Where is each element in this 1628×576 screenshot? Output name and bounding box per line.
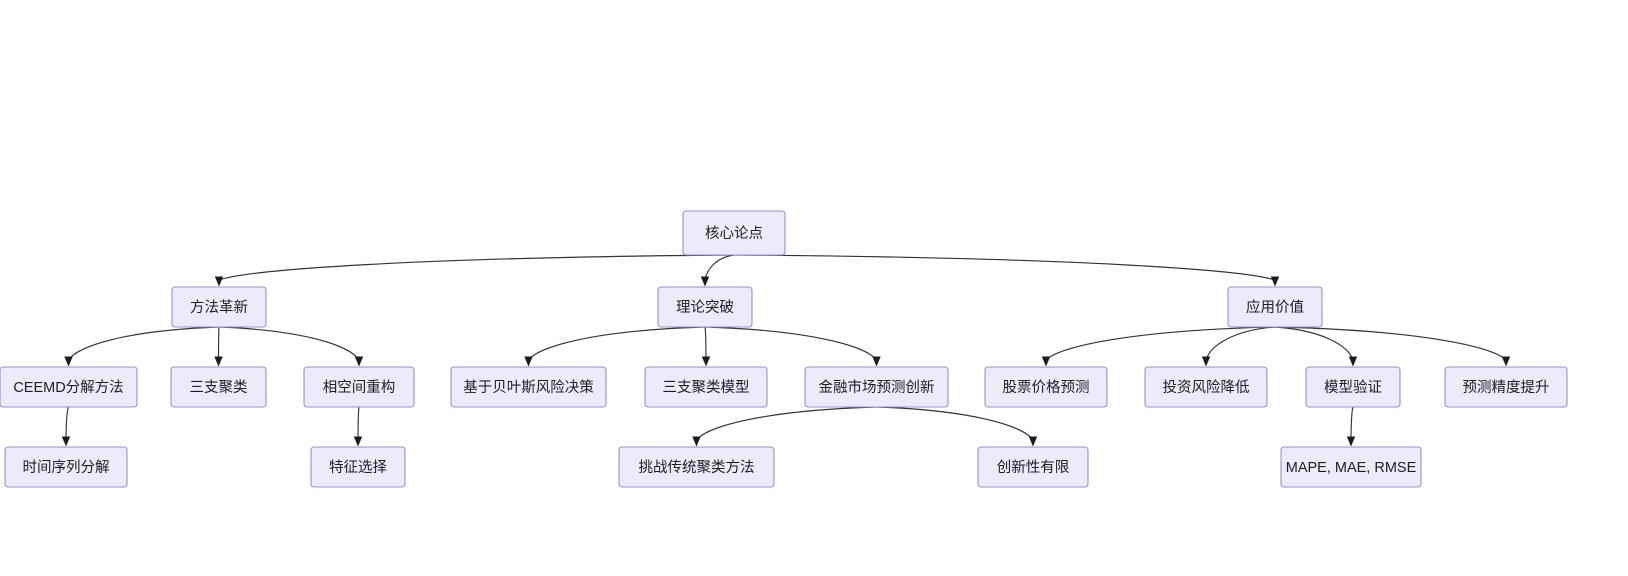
node-box[interactable]: [1305, 366, 1401, 408]
edge-arrowhead: [1346, 436, 1356, 447]
flow-node[interactable]: 股票价格预测: [984, 366, 1108, 408]
edge-arrowhead: [214, 276, 224, 287]
edge-arrowhead: [214, 356, 223, 367]
flow-edge: [1350, 406, 1354, 441]
flow-edge: [65, 406, 70, 441]
edge-arrowhead: [1201, 356, 1211, 367]
edge-arrowhead: [353, 436, 363, 447]
flow-edge: [217, 326, 220, 361]
flow-node[interactable]: 金融市场预测创新: [804, 366, 949, 408]
edge-arrowhead: [701, 356, 711, 367]
edge-arrowhead: [1501, 356, 1511, 367]
node-box[interactable]: [644, 366, 768, 408]
node-box[interactable]: [682, 210, 786, 256]
edge-arrowhead: [524, 356, 533, 367]
flow-node[interactable]: 特征选择: [310, 446, 406, 488]
flow-edge: [876, 406, 1034, 441]
flow-node[interactable]: 基于贝叶斯风险决策: [450, 366, 607, 408]
flow-node[interactable]: 三支聚类: [170, 366, 267, 408]
node-box[interactable]: [1144, 366, 1268, 408]
node-box[interactable]: [4, 446, 128, 488]
node-box[interactable]: [310, 446, 406, 488]
flow-node[interactable]: 投资风险降低: [1144, 366, 1268, 408]
edge-arrowhead: [700, 276, 710, 287]
flow-node[interactable]: 三支聚类模型: [644, 366, 768, 408]
flow-edge: [733, 254, 1276, 281]
flow-node[interactable]: 方法革新: [171, 286, 267, 328]
node-box[interactable]: [171, 286, 267, 328]
flow-node[interactable]: 应用价值: [1227, 286, 1323, 328]
node-box[interactable]: [303, 366, 415, 408]
node-box[interactable]: [1280, 446, 1422, 488]
node-box[interactable]: [1444, 366, 1568, 408]
flow-node[interactable]: 挑战传统聚类方法: [618, 446, 775, 488]
flow-edge: [1274, 326, 1507, 361]
flow-node[interactable]: 核心论点: [682, 210, 786, 256]
flow-edge: [357, 406, 360, 441]
node-box[interactable]: [657, 286, 753, 328]
node-box[interactable]: [170, 366, 267, 408]
flow-node[interactable]: MAPE, MAE, RMSE: [1280, 446, 1422, 488]
flow-edge: [704, 326, 707, 361]
node-box[interactable]: [618, 446, 775, 488]
flow-edge: [1205, 326, 1276, 361]
flow-node[interactable]: 时间序列分解: [4, 446, 128, 488]
node-box[interactable]: [984, 366, 1108, 408]
flow-node[interactable]: 模型验证: [1305, 366, 1401, 408]
edge-arrowhead: [1270, 276, 1280, 287]
flow-node[interactable]: CEEMD分解方法: [0, 366, 138, 408]
flow-node[interactable]: 预测精度提升: [1444, 366, 1568, 408]
edge-arrowhead: [1028, 436, 1038, 447]
node-box[interactable]: [450, 366, 607, 408]
edge-arrowhead: [872, 356, 881, 367]
flow-node[interactable]: 理论突破: [657, 286, 753, 328]
node-box[interactable]: [804, 366, 949, 408]
flow-edge: [704, 254, 735, 281]
edge-arrowhead: [61, 436, 71, 447]
flow-edge: [68, 326, 220, 361]
node-box[interactable]: [1227, 286, 1323, 328]
flow-edge: [696, 406, 877, 441]
flow-edge: [528, 326, 706, 361]
flow-edge: [1274, 326, 1354, 361]
node-box[interactable]: [977, 446, 1089, 488]
edge-arrowhead: [692, 436, 701, 447]
flow-node[interactable]: 创新性有限: [977, 446, 1089, 488]
edge-arrowhead: [64, 356, 73, 367]
edge-arrowhead: [1348, 356, 1358, 367]
flow-edge: [704, 326, 877, 361]
node-box[interactable]: [0, 366, 138, 408]
flow-node[interactable]: 相空间重构: [303, 366, 415, 408]
node-layer: 核心论点方法革新 理论突破 应用价值 CEEMD分解方法三支聚类相空间重构基于贝叶斯风…: [0, 210, 1568, 488]
flow-edge: [1045, 326, 1276, 361]
edge-arrowhead: [354, 356, 364, 367]
flow-edge: [218, 326, 360, 361]
flow-edge: [218, 254, 735, 281]
edge-arrowhead: [1041, 356, 1051, 367]
edge-layer: [61, 254, 1511, 447]
